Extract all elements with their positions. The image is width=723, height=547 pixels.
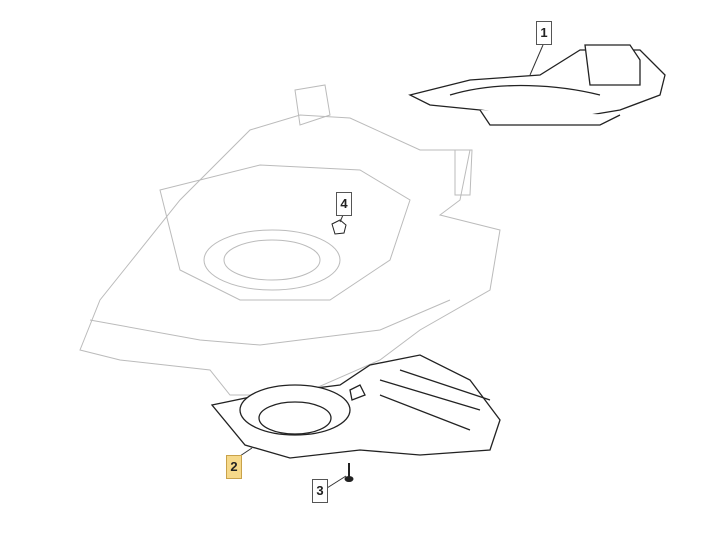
part-4-nut xyxy=(331,219,347,235)
part-3-screw xyxy=(344,463,354,482)
leader-line-3 xyxy=(326,475,347,489)
callout-3[interactable]: 3 xyxy=(312,479,328,503)
callout-1[interactable]: 1 xyxy=(536,21,552,45)
leader-line-4 xyxy=(339,214,344,223)
leader-line-2 xyxy=(239,447,253,457)
part-1-deflector xyxy=(408,44,666,126)
leader-line-1 xyxy=(529,44,544,76)
mower-deck xyxy=(79,84,501,396)
callout-4[interactable]: 4 xyxy=(336,192,352,216)
callout-2[interactable]: 2 xyxy=(226,455,242,479)
part-2-deflector xyxy=(210,354,501,459)
